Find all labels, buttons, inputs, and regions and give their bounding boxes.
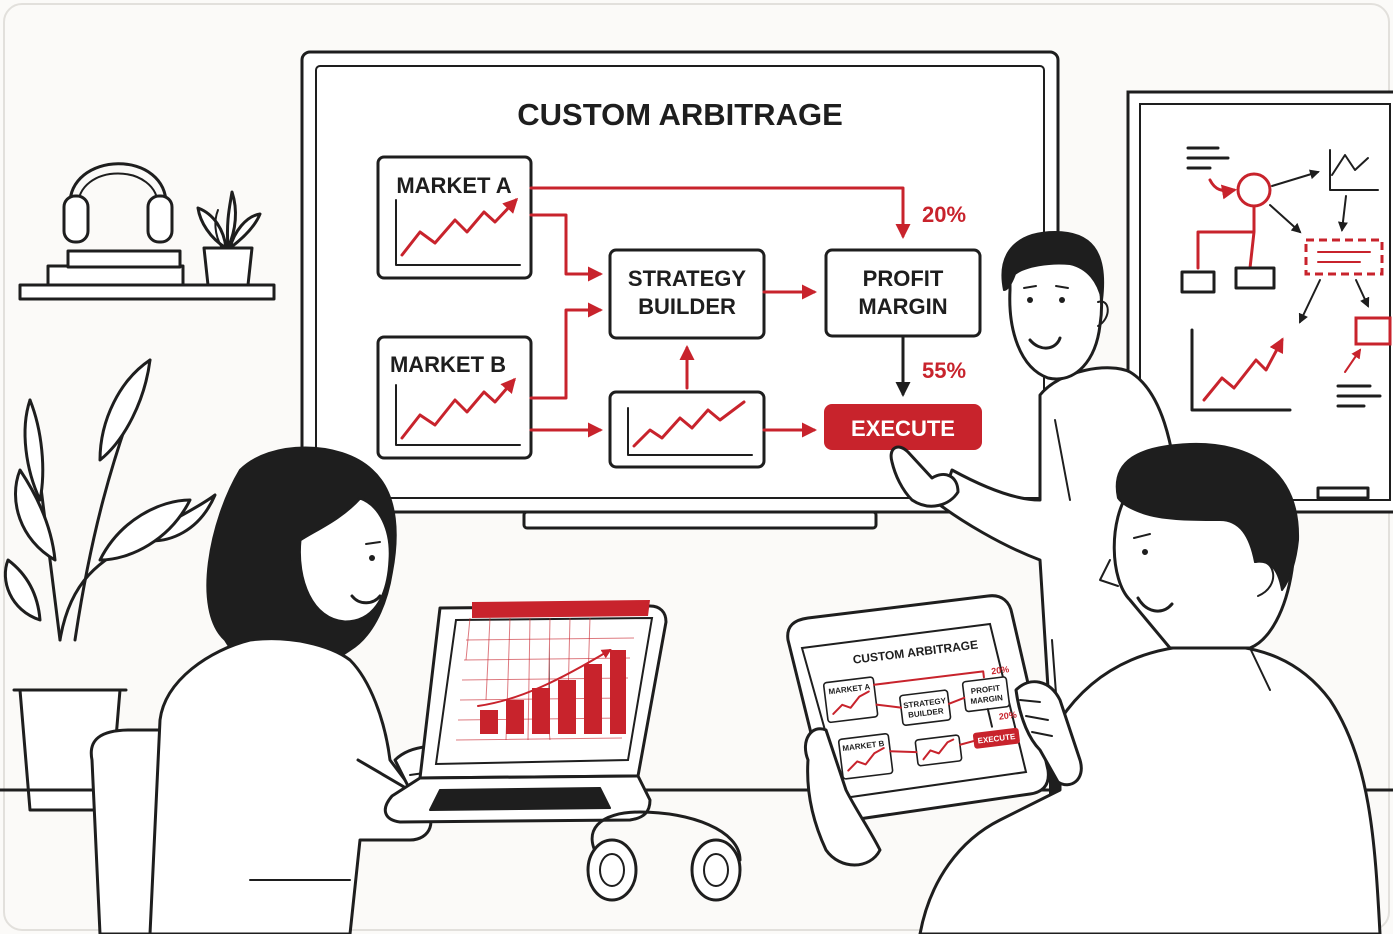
market-b-label: MARKET B <box>390 352 506 377</box>
tablet-pct-top: 20% <box>991 664 1010 676</box>
tablet-strategy-2: BUILDER <box>908 707 945 720</box>
market-a-label: MARKET A <box>396 173 511 198</box>
plant-icon <box>196 190 262 287</box>
headphones-icon <box>62 162 174 244</box>
strategy-line1: STRATEGY <box>628 266 746 291</box>
tablet-hands <box>803 680 1083 867</box>
pct-bottom: 55% <box>922 358 966 383</box>
profit-margin-box: PROFIT MARGIN <box>824 248 982 338</box>
profit-line1: PROFIT <box>863 266 944 291</box>
wall-shelf <box>18 162 276 301</box>
market-a-box: MARKET A <box>376 155 533 280</box>
laptop-chart-icon <box>383 600 668 824</box>
main-board: CUSTOM ARBITRAGE MARKET A MARKET B STRAT… <box>300 50 1060 530</box>
desk-headphones-icon <box>586 810 742 902</box>
tablet-pct-bottom: 20% <box>998 710 1017 722</box>
trend-chart-icon <box>608 390 766 469</box>
tablet-person <box>918 442 1382 934</box>
execute-label: EXECUTE <box>851 416 955 441</box>
tablet-profit-2: MARGIN <box>970 693 1004 706</box>
woman-person <box>89 446 522 934</box>
pct-top: 20% <box>922 202 966 227</box>
strategy-line2: BUILDER <box>638 294 736 319</box>
whiteboard <box>1126 90 1393 514</box>
market-b-box: MARKET B <box>376 335 533 460</box>
board-title: CUSTOM ARBITRAGE <box>517 97 843 132</box>
tablet-icon: CUSTOM ARBITRAGE MARKET A MARKET B STRAT… <box>786 594 1050 822</box>
strategy-builder-box: STRATEGY BUILDER <box>608 248 766 340</box>
profit-line2: MARGIN <box>858 294 947 319</box>
execute-button[interactable]: EXECUTE <box>824 404 982 450</box>
tablet-profit-1: PROFIT <box>970 683 1000 696</box>
